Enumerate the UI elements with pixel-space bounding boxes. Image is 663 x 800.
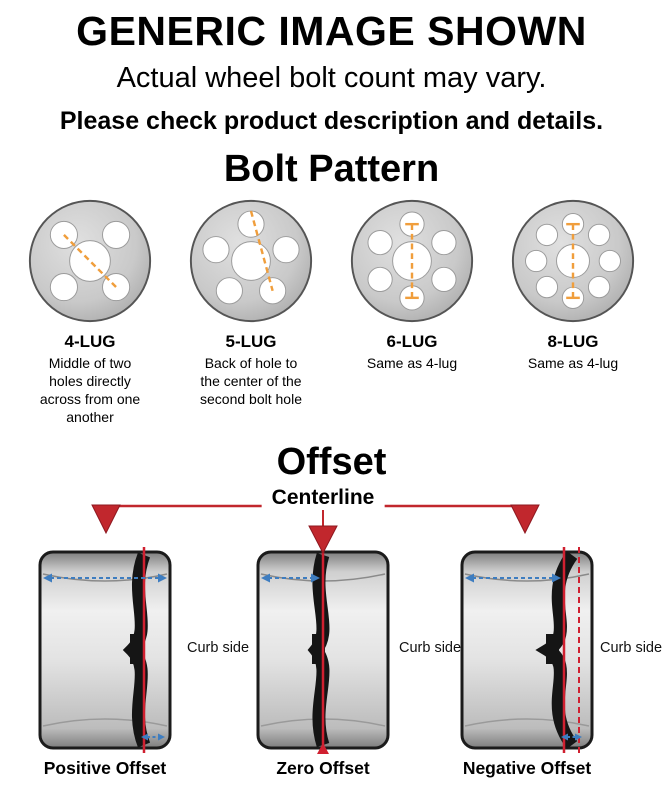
4-lug-wheel-icon [28, 199, 152, 323]
bolt-pattern-row: 4-LUG Middle of two holes directly acros… [0, 197, 663, 427]
6-lug-wheel-icon [350, 199, 474, 323]
curb-side-label: Curb side [399, 639, 462, 656]
positive-offset-label: Positive Offset [43, 757, 167, 778]
offset-heading: Offset [276, 440, 387, 483]
lug-8-description: Same as 4-lug [527, 355, 619, 371]
5-lug-wheel-icon [189, 199, 313, 323]
lug-6-description: Same as 4-lug [366, 355, 458, 371]
centerline-label: Centerline [261, 485, 385, 510]
subtitle-text: Actual wheel bolt count may vary. [116, 62, 547, 94]
lug-5-figure: 5-LUG Back of hole to the center of the … [173, 197, 329, 427]
lug-8-figure: 8-LUG Same as 4-lug [495, 197, 651, 427]
lug-6-label: 6-LUG [386, 332, 438, 351]
lug-6-figure: 6-LUG Same as 4-lug [334, 197, 490, 427]
lug-5-description: Back of hole to the center of the second… [200, 355, 302, 407]
lug-4-figure: 4-LUG Middle of two holes directly acros… [12, 197, 168, 427]
page-title: GENERIC IMAGE SHOWN [76, 8, 587, 54]
lug-8-label: 8-LUG [547, 332, 599, 351]
bolt-pattern-heading: Bolt Pattern [223, 148, 440, 190]
negative-offset-label: Negative Offset [462, 757, 592, 778]
lug-4-description: Middle of two holes directly across from… [39, 355, 141, 425]
positive-offset-wheel-diagram [38, 546, 172, 753]
zero-offset-wheel-diagram [256, 546, 390, 754]
negative-offset-wheel-diagram [460, 546, 594, 753]
8-lug-wheel-icon [511, 199, 635, 323]
note-text: Please check product description and det… [59, 107, 604, 135]
header: GENERIC IMAGE SHOWN Actual wheel bolt co… [0, 0, 663, 136]
lug-4-label: 4-LUG [64, 332, 116, 351]
curb-side-label: Curb side [600, 639, 663, 656]
zero-offset-label: Zero Offset [276, 757, 370, 778]
curb-side-label: Curb side [187, 639, 250, 656]
lug-5-label: 5-LUG [225, 332, 277, 351]
offset-diagram: Centerline Curb side Curb side Curb side… [0, 485, 663, 786]
